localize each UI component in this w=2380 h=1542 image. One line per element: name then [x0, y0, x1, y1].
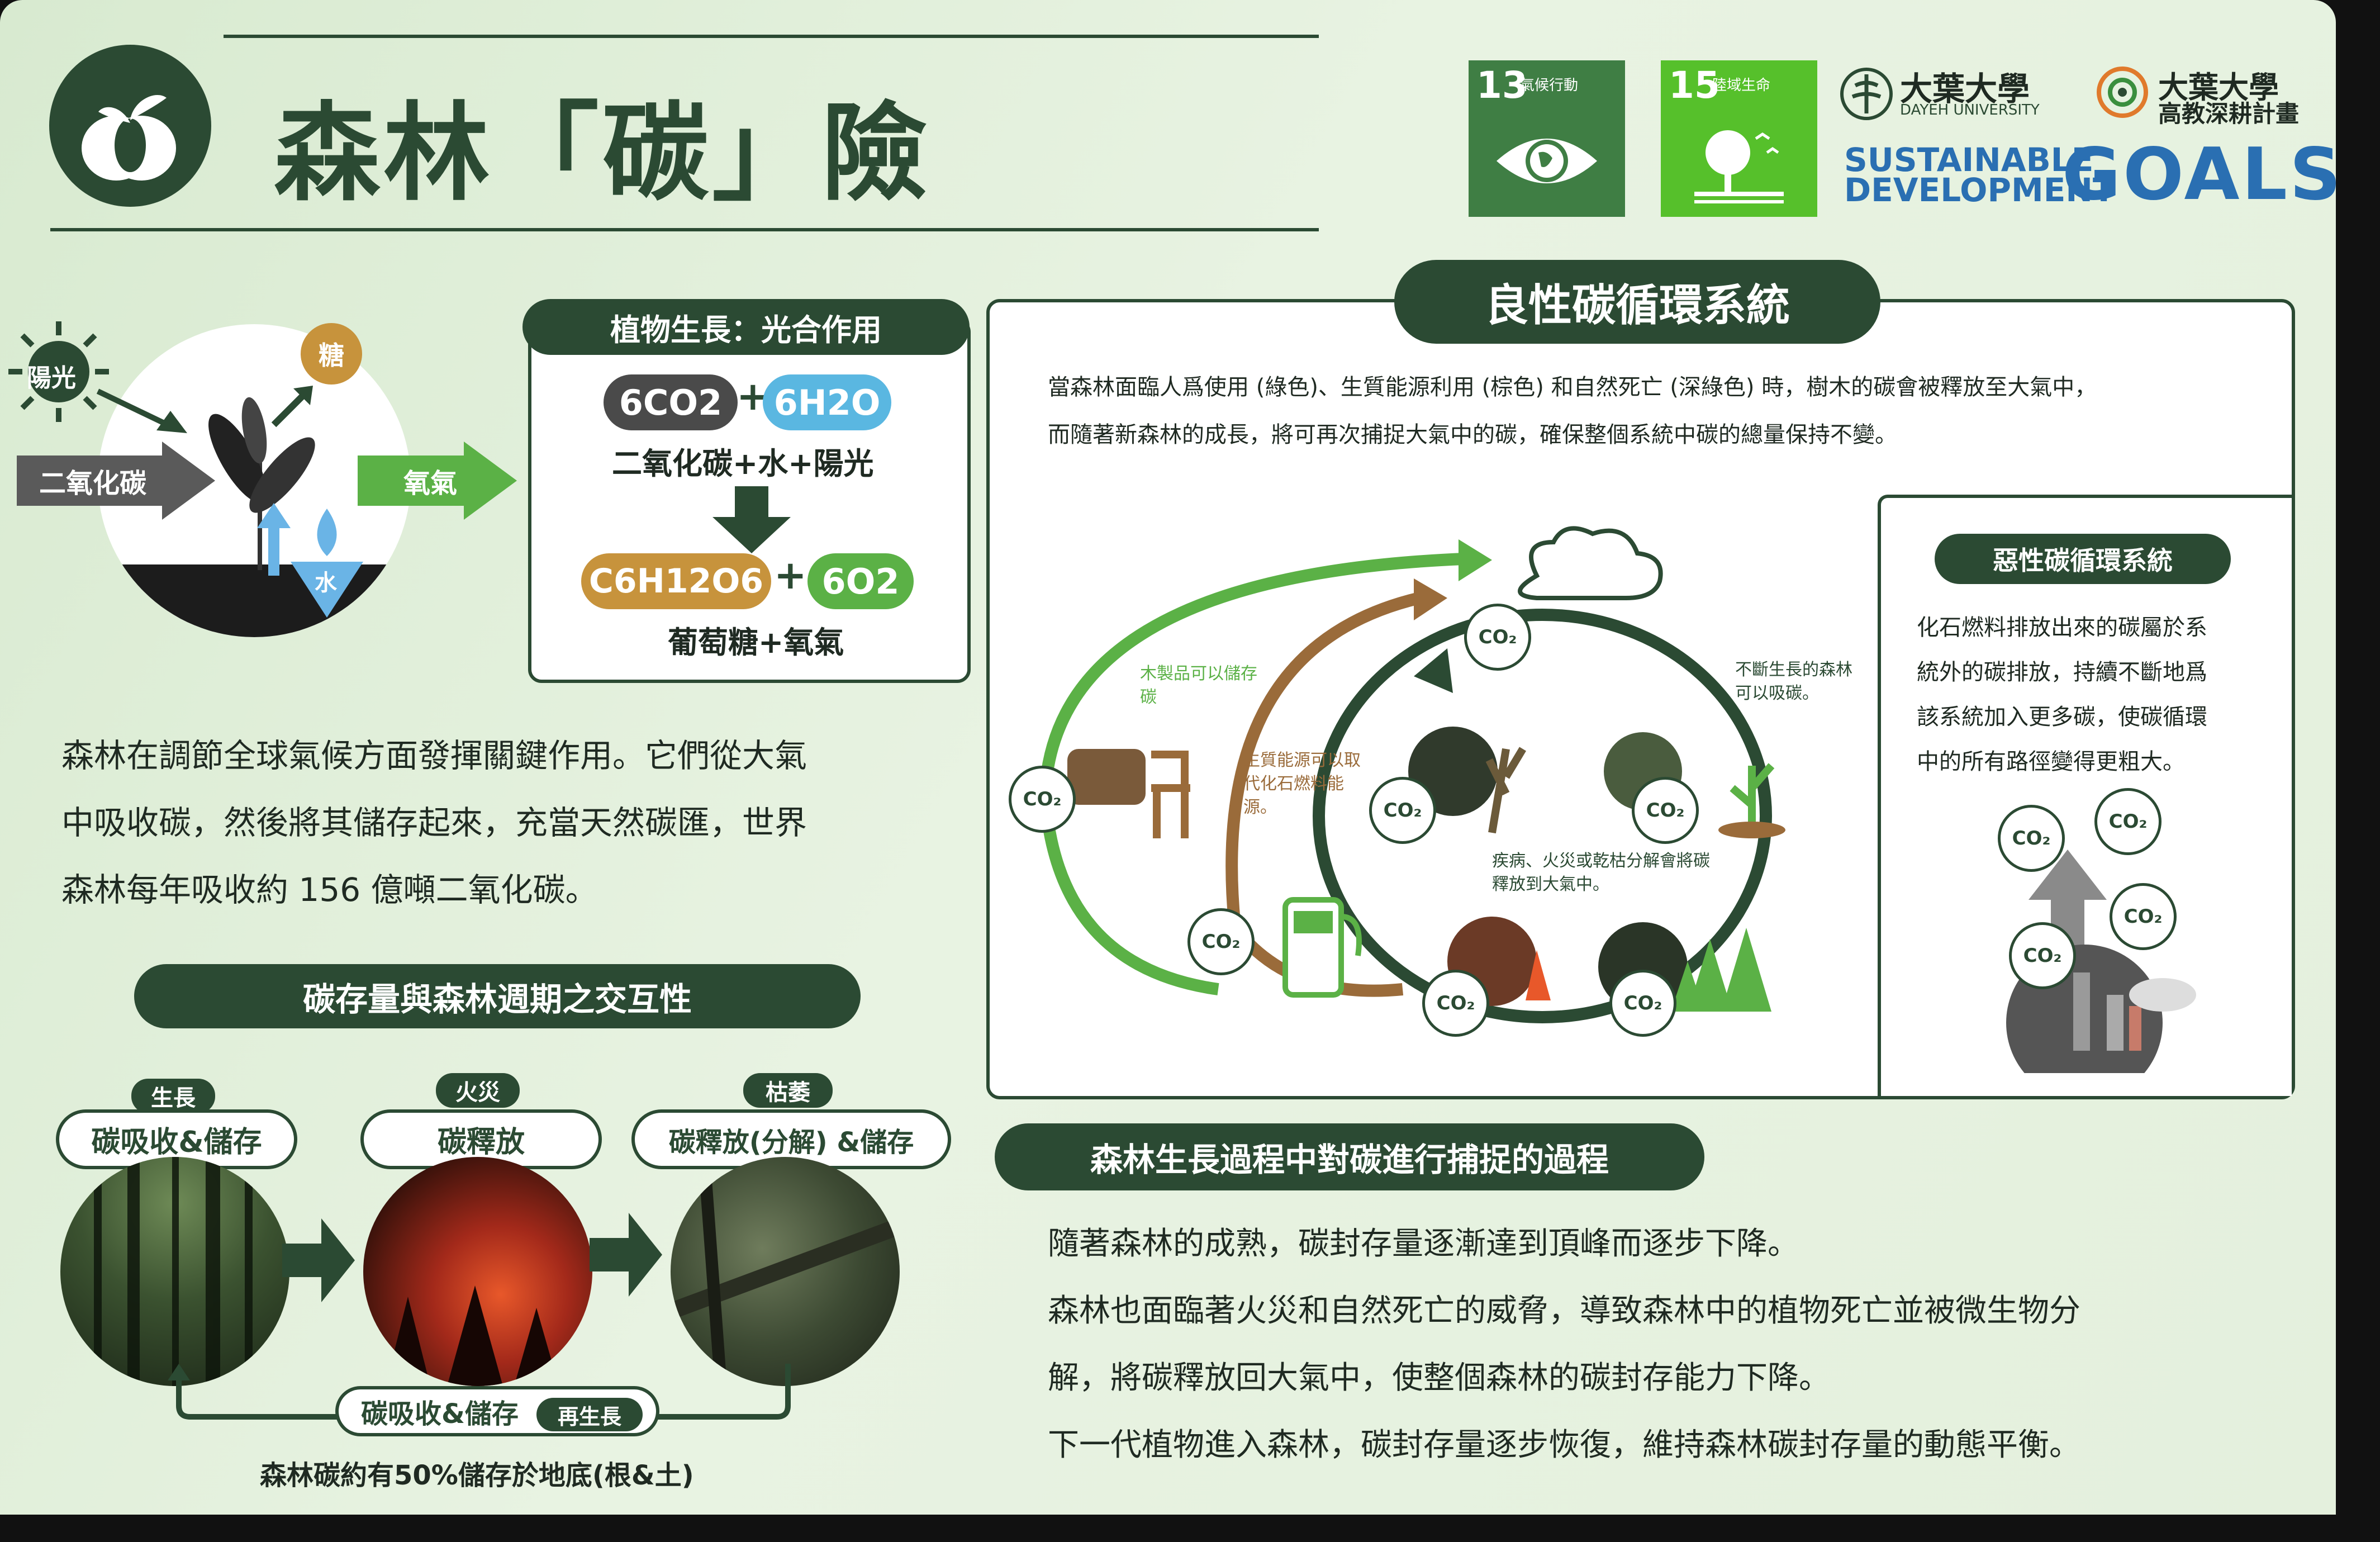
bad-cycle-title: 惡性碳循環系統: [1935, 534, 2231, 584]
cycle-section-title: 碳存量與森林週期之交互性: [134, 964, 861, 1028]
header-line-top: [224, 35, 1319, 38]
sdg-word-development: DEVELOPMENT: [1844, 171, 2115, 209]
co2-bubble-left: CO₂: [1009, 766, 1076, 833]
tree-birds-icon: [1694, 130, 1784, 203]
stage-arrow-2: [590, 1213, 662, 1297]
co2-bubble-mid: CO₂: [1369, 777, 1436, 844]
sdg-word-goals: GOALS: [2062, 133, 2344, 216]
soil: [98, 564, 411, 637]
sdg13-badge: 13 氣候行動: [1469, 60, 1625, 217]
sun-label: 陽光: [27, 364, 76, 392]
products-text: 葡萄糖+氧氣: [668, 625, 844, 660]
capture-para-4: 下一代植物進入森林，碳封存量逐步恢復，維持森林碳封存量的動態平衡。: [1048, 1427, 2080, 1463]
capture-para-2: 森林也面臨著火災和自然死亡的威脅，導致森林中的植物死亡並被微生物分: [1048, 1293, 2080, 1329]
stage2-fire-image: [363, 1157, 592, 1386]
label-wood-storage: 木製品可以儲存碳: [1140, 664, 1257, 707]
bad-co2-bubble-2: CO₂: [2094, 788, 2162, 855]
reactants-text: 二氧化碳+水+陽光: [612, 446, 874, 481]
good-cycle-desc-1: 當森林面臨人爲使用 (綠色)、生質能源利用 (棕色) 和自然死亡 (深綠色) 時…: [1048, 374, 2097, 400]
reactant-h2o: 6H2O: [763, 374, 891, 430]
capture-para-3: 解，將碳釋放回大氣中，使整個森林的碳封存能力下降。: [1048, 1360, 1830, 1396]
capture-title: 森林生長過程中對碳進行捕捉的過程: [995, 1123, 1704, 1190]
stage3-tag: 枯萎: [743, 1073, 833, 1108]
product-oxygen: 6O2: [807, 553, 914, 609]
intro-line-2: 中吸收碳，然後將其儲存起來，充當天然碳匯，世界: [61, 804, 807, 842]
stage1-forest-image: [60, 1157, 289, 1386]
intro-line-3: 森林每年吸收約 156 億噸二氧化碳。: [61, 871, 598, 909]
good-cycle-desc-2: 而隨著新森林的成長，將可再次捕捉大氣中的碳，確保整個系統中碳的總量保持不變。: [1048, 422, 1897, 448]
co2-bubble-right: CO₂: [1632, 777, 1699, 844]
capture-para-1: 隨著森林的成熟，碳封存量逐漸達到頂峰而逐步下降。: [1048, 1226, 1799, 1262]
heep-program: 高教深耕計畫: [2158, 100, 2300, 127]
sun-icon: [8, 321, 109, 422]
regrow-label: 碳吸收&儲存 再生長: [335, 1386, 659, 1436]
water-up-arrow: [257, 503, 291, 576]
carbon-cycle-diagram: [1039, 526, 1785, 1023]
co2-bubble-pump: CO₂: [1187, 908, 1255, 975]
sugar-arrow-icon: [271, 386, 313, 428]
heep-logo-icon: [2097, 67, 2148, 118]
dayeh-english: DAYEH UNIVERSITY: [1900, 102, 2040, 118]
regrow-tag: 再生長: [536, 1398, 643, 1431]
label-decay-release: 疾病、火災或乾枯分解會將碳釋放到大氣中。: [1492, 851, 1710, 894]
reactant-co2: 6CO2: [604, 374, 738, 430]
sprout-logo-icon: [49, 45, 211, 207]
intro-line-1: 森林在調節全球氣候方面發揮關鍵作用。它們從大氣: [61, 737, 807, 775]
stage3-label: 碳釋放(分解) &儲存: [631, 1109, 951, 1169]
label-growing-forest: 不斷生長的森林可以吸碳。: [1735, 660, 1852, 703]
sun-arrow-icon: [96, 388, 187, 433]
sugar-badge: 糖: [301, 323, 362, 385]
dayeh-name: 大葉大學: [1900, 70, 2030, 108]
plant-icon: [208, 397, 315, 570]
product-glucose: C6H12O6: [581, 553, 771, 609]
dayeh-emblem-icon: [1840, 68, 1893, 120]
photosynthesis-title: 植物生長：光合作用: [522, 299, 970, 355]
plus-2: +: [774, 552, 807, 598]
heep-university: 大葉大學: [2158, 70, 2279, 105]
co2-in-label: 二氧化碳: [39, 468, 147, 499]
bad-co2-bubble-3: CO₂: [2110, 883, 2177, 950]
reaction-arrow-icon: [712, 486, 791, 553]
bad-cycle-line-4: 中的所有路徑變得更粗大。: [1917, 749, 2185, 775]
water-drop-icon: [317, 509, 337, 556]
bad-cycle-line-1: 化石燃料排放出來的碳屬於系: [1917, 615, 2207, 640]
eye-globe-icon: [1497, 139, 1597, 183]
co2-bubble-forest: CO₂: [1609, 970, 1676, 1037]
poster-board: 森林「碳」險 13 氣候行動 15 陸域生命 大葉大學 DAYEH UNIVER…: [0, 0, 2341, 1515]
header-line-bottom: [50, 228, 1319, 231]
co2-bubble-fire: CO₂: [1422, 970, 1489, 1037]
sdg-word-sustainable: SUSTAINABLE: [1844, 141, 2094, 179]
oxygen-out-arrow: [358, 442, 517, 520]
bad-cycle-line-2: 統外的碳排放，持續不斷地爲: [1917, 659, 2207, 685]
stage1-tag: 生長: [131, 1079, 215, 1113]
stage-arrow-1: [282, 1218, 355, 1302]
bad-cycle-line-3: 該系統加入更多碳，使碳循環: [1917, 704, 2207, 730]
water-triangle: [291, 562, 363, 618]
bad-co2-bubble-4: CO₂: [2009, 922, 2076, 989]
sdg15-badge: 15 陸域生命: [1661, 60, 1817, 217]
good-cycle-title: 良性碳循環系統: [1394, 260, 1880, 344]
soil-carbon-footnote: 森林碳約有50%儲存於地底(根&土): [260, 1460, 694, 1491]
label-bioenergy: 生質能源可以取代化石燃料能源。: [1243, 751, 1361, 817]
bad-co2-bubble-1: CO₂: [1998, 805, 2065, 872]
page-title: 森林「碳」險: [274, 92, 932, 215]
oxygen-label: 氧氣: [403, 468, 458, 499]
water-label: 水: [315, 570, 337, 596]
co2-bubble-top: CO₂: [1464, 604, 1531, 671]
co2-in-arrow: [17, 442, 215, 520]
stage2-tag: 火災: [436, 1073, 520, 1108]
stage3-decay-image: [671, 1157, 900, 1386]
